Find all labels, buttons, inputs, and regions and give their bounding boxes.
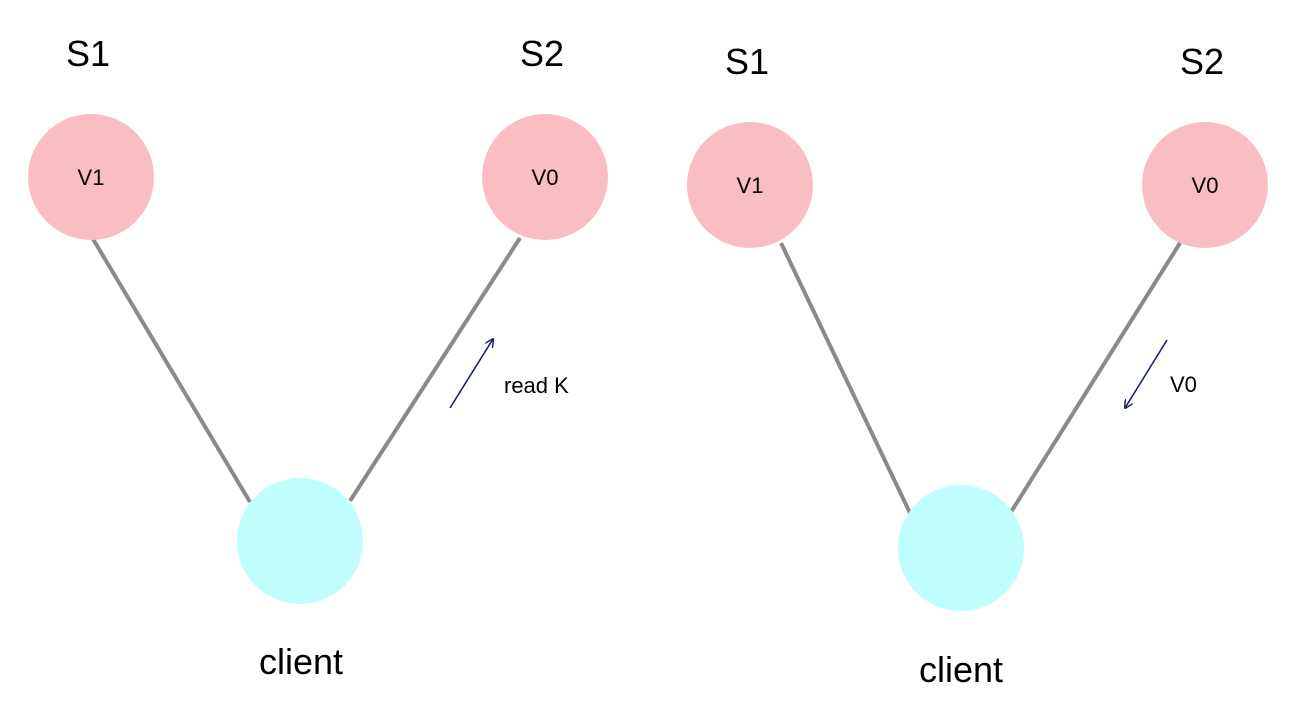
edge-s1-client bbox=[779, 242, 912, 514]
server-s2-name: S2 bbox=[1180, 41, 1224, 82]
client-label: client bbox=[919, 649, 1003, 690]
server-s2-value: V0 bbox=[532, 165, 559, 190]
server-s1-node bbox=[28, 114, 154, 240]
server-s1-value: V1 bbox=[78, 165, 105, 190]
request-arrow-icon bbox=[449, 339, 493, 409]
edge-s2-client bbox=[1009, 241, 1182, 514]
panel-1: S1 V1 S2 V0 client read K bbox=[28, 33, 608, 682]
server-s2-value: V0 bbox=[1192, 173, 1219, 198]
message-label: V0 bbox=[1170, 372, 1197, 397]
response-arrow-icon bbox=[1125, 339, 1168, 408]
server-s1-name: S1 bbox=[66, 33, 110, 74]
panel-2: S1 V1 S2 V0 client V0 bbox=[687, 41, 1268, 690]
server-s2-node bbox=[482, 114, 608, 240]
client-node bbox=[898, 485, 1024, 611]
client-label: client bbox=[259, 641, 343, 682]
server-s2-node bbox=[1142, 122, 1268, 248]
server-s1-node bbox=[687, 122, 813, 248]
server-s1-name: S1 bbox=[725, 41, 769, 82]
server-s2-name: S2 bbox=[520, 33, 564, 74]
message-label: read K bbox=[504, 373, 569, 398]
edge-s2-client bbox=[348, 236, 522, 503]
server-s1-value: V1 bbox=[737, 173, 764, 198]
client-node bbox=[237, 478, 363, 604]
edge-s1-client bbox=[91, 237, 252, 504]
